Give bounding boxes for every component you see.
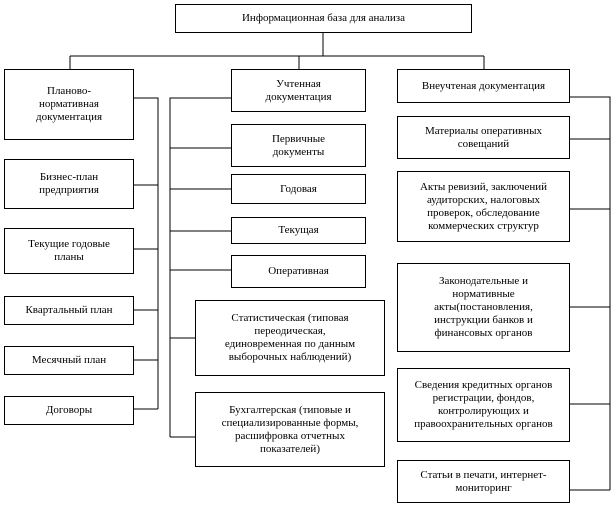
audit-acts-box: Акты ревизий, заключений аудиторских, на… [397, 171, 570, 242]
meeting-materials-box: Материалы оперативных совещаний [397, 116, 570, 159]
accounting-box: Бухгалтерская (типовые и специализирован… [195, 392, 385, 467]
quarterly-plan-box: Квартальный план [4, 296, 134, 325]
annual-box: Годовая [231, 174, 366, 204]
accounted-docs-header: Учтенная документация [231, 69, 366, 112]
business-plan-box: Бизнес-план предприятия [4, 159, 134, 209]
current-box: Текущая [231, 217, 366, 244]
credit-bodies-info-box: Сведения кредитных органов регистрации, … [397, 368, 570, 442]
operational-box: Оперативная [231, 255, 366, 288]
primary-documents-box: Первичные документы [231, 124, 366, 167]
planning-normative-docs-header: Планово- нормативная документация [4, 69, 134, 140]
legislative-acts-box: Законодательные и нормативные акты(поста… [397, 263, 570, 352]
annual-plans-box: Текущие годовые планы [4, 228, 134, 274]
press-internet-box: Статьи в печати, интернет- мониторинг [397, 460, 570, 503]
monthly-plan-box: Месячный план [4, 346, 134, 375]
root-box: Информационная база для анализа [175, 4, 472, 33]
statistical-box: Статистическая (типовая переодическая, е… [195, 300, 385, 376]
contracts-box: Договоры [4, 396, 134, 425]
off-record-docs-header: Внеучтеная документация [397, 69, 570, 103]
